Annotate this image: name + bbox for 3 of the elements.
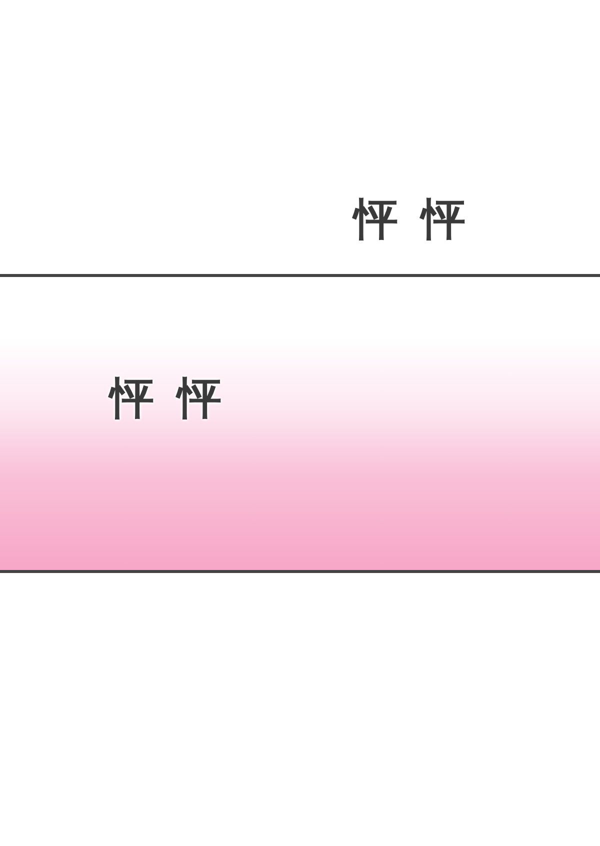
comic-panel [0, 274, 600, 573]
sound-effect-text: 怦 怦 [110, 377, 226, 421]
sound-effect-text: 怦 怦 [354, 198, 470, 242]
